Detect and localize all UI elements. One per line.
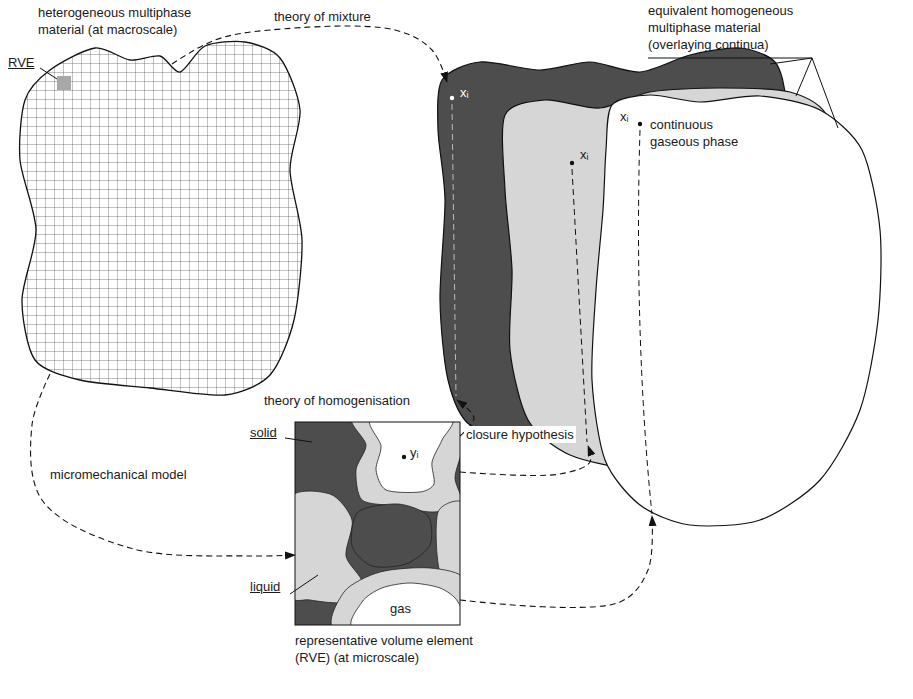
dashed-arrow [31,374,295,556]
node-outline [588,92,884,528]
edge-label: micromechanical model [48,466,189,483]
rve-marker [57,76,71,90]
dashed-arrow [460,516,652,607]
phase-region [331,568,460,625]
edge-label: theory of homogenisation [262,392,412,409]
gas-continuum [592,95,881,526]
label-underline [648,58,812,59]
leader-line [796,58,812,96]
phase-node: representative volume element (RVE) (at … [295,422,460,670]
node-label: xᵢ [580,146,610,163]
point-dot [402,455,406,459]
node-label: yᵢ [410,444,432,461]
part-label: RVE [8,54,48,71]
edge-label: closure hypothesis [464,426,576,443]
macroscale-body [20,41,302,395]
part-label: solid [250,424,290,441]
phase-region [369,422,453,492]
leader-line [770,58,812,64]
point-dot [450,96,454,100]
phase-node: heterogeneous multiphase material (at ma… [15,0,310,400]
phase-node: xᵢ [436,44,788,444]
part-label: equivalent homogeneous multiphase materi… [648,2,814,53]
phase-region [351,504,432,567]
point-dot [638,122,642,126]
node-label: heterogeneous multiphase material (at ma… [38,4,200,38]
phase-node: xᵢ continuous gaseous phase [588,92,884,528]
node-label: xᵢ [460,84,490,101]
node-label: continuous gaseous phase [650,116,754,150]
node-outline [295,422,460,670]
phase-region [351,422,460,512]
part-label: liquid [250,578,294,595]
node-outline [436,44,788,444]
node-label: representative volume element (RVE) (at … [295,632,500,666]
point-dot [570,161,574,165]
edge-label: theory of mixture [272,8,373,25]
node-label: gas [390,600,424,617]
node-outline [15,0,310,400]
node-label: xᵢ [620,108,642,125]
phase-region [351,583,460,625]
